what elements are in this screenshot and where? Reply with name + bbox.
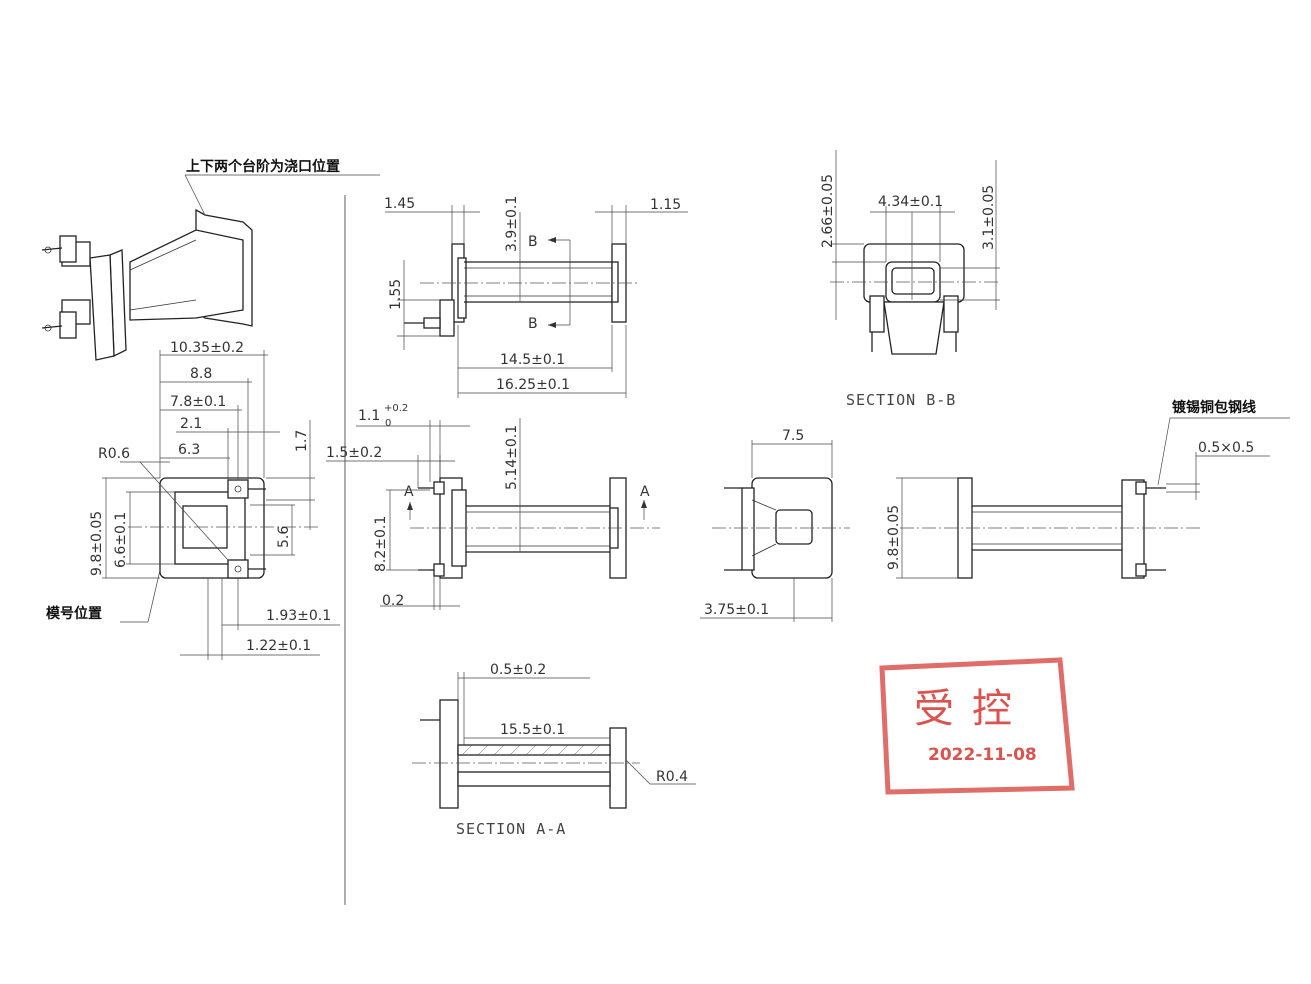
section-a-a-label: SECTION A-A (456, 820, 566, 838)
dim-8-2: 8.2±0.1 (373, 516, 389, 572)
dim-1-55: 1.55 (388, 279, 404, 310)
mold-number-note: 模号位置 (46, 605, 102, 622)
dim-2-66: 2.66±0.05 (820, 174, 836, 248)
dim-2-1: 2.1 (180, 416, 202, 432)
dim-0-5x0-5: 0.5×0.5 (1198, 440, 1254, 456)
dim-1-7: 1.7 (294, 430, 310, 452)
dim-1-1-tol-lower: 0 (385, 418, 391, 429)
dim-1-45: 1.45 (384, 196, 415, 212)
dim-r0-4: R0.4 (656, 769, 688, 785)
center-side-view (326, 418, 660, 610)
dim-14-5: 14.5±0.1 (500, 352, 565, 368)
section-marker-a-right: A (640, 484, 650, 500)
dim-3-9: 3.9±0.1 (504, 196, 520, 252)
dim-5-6: 5.6 (276, 526, 292, 548)
dim-16-25: 16.25±0.1 (496, 377, 570, 393)
dim-1-93: 1.93±0.1 (266, 608, 331, 624)
dim-1-15: 1.15 (650, 197, 681, 213)
section-a-a-view (412, 672, 696, 809)
stamp-date: 2022-11-08 (928, 745, 1037, 765)
dim-9-8-left: 9.8±0.05 (89, 511, 105, 576)
right-end-view (700, 440, 850, 622)
isometric-view (41, 174, 380, 361)
section-marker-b-top: B (528, 234, 538, 250)
top-side-view (385, 205, 688, 398)
right-side-view (896, 417, 1290, 579)
dim-r0-6: R0.6 (98, 446, 130, 462)
dim-9-8-right: 9.8±0.05 (886, 505, 902, 570)
dim-1-1-tol-upper: +0.2 (384, 403, 408, 414)
dim-1-5: 1.5±0.2 (326, 445, 382, 461)
tin-plated-wire-note: 镀锡铜包钢线 (1172, 399, 1256, 416)
dim-0-5: 0.5±0.2 (490, 662, 546, 678)
dim-8-8: 8.8 (190, 366, 212, 382)
end-view (102, 350, 340, 660)
dim-7-5: 7.5 (782, 428, 804, 444)
dim-7-8: 7.8±0.1 (170, 394, 226, 410)
dim-5-14: 5.14±0.1 (504, 425, 520, 490)
dim-3-1: 3.1±0.05 (981, 185, 997, 250)
gate-position-note: 上下两个台阶为浇口位置 (186, 158, 340, 175)
dim-15-5: 15.5±0.1 (500, 722, 565, 738)
dim-6-6: 6.6±0.1 (113, 512, 129, 568)
dim-1-1: 1.1 (358, 408, 380, 424)
stamp-label: 受控 (914, 686, 1030, 732)
section-marker-a-left: A (404, 484, 414, 500)
section-b-b-view (830, 150, 1000, 355)
dim-10-35: 10.35±0.2 (170, 340, 244, 356)
section-b-b-label: SECTION B-B (846, 391, 956, 409)
dim-3-75: 3.75±0.1 (704, 602, 769, 618)
control-stamp: 受控 2022-11-08 (879, 657, 1075, 795)
dim-4-34: 4.34±0.1 (878, 194, 943, 210)
dim-1-22: 1.22±0.1 (246, 638, 311, 654)
dim-6-3: 6.3 (178, 442, 200, 458)
dim-0-2: 0.2 (382, 593, 404, 609)
section-marker-b-bottom: B (528, 316, 538, 332)
